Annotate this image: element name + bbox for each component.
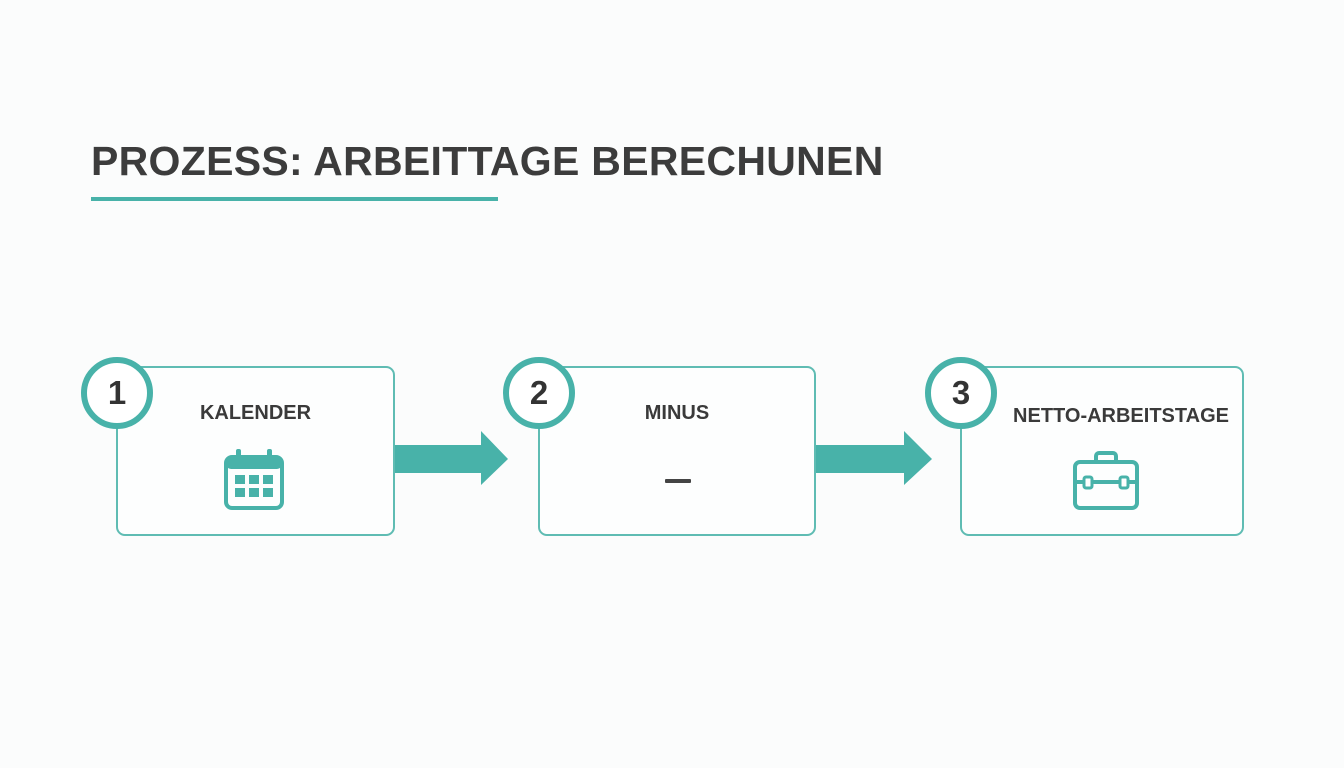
step-label: NETTO-ARBEITSTAGE [1013,405,1229,427]
step-label: MINUS [644,402,710,424]
minus-icon [665,479,691,483]
step-number-badge: 3 [925,357,997,429]
step-label: KALENDER [199,402,312,424]
arrow-right-icon [816,431,932,485]
briefcase-icon [1073,451,1139,510]
page-title: PROZESS: ARBEITTAGE BERECHUNEN [91,138,884,184]
step-box-kalender: KALENDER [116,366,395,536]
step-box-netto-arbeitstage: NETTO-ARBEITSTAGE [960,366,1244,536]
step-number-badge: 1 [81,357,153,429]
arrow-right-icon [395,431,508,485]
title-underline [91,197,498,201]
calendar-icon [224,449,284,510]
step-number-badge: 2 [503,357,575,429]
step-box-minus: MINUS [538,366,816,536]
